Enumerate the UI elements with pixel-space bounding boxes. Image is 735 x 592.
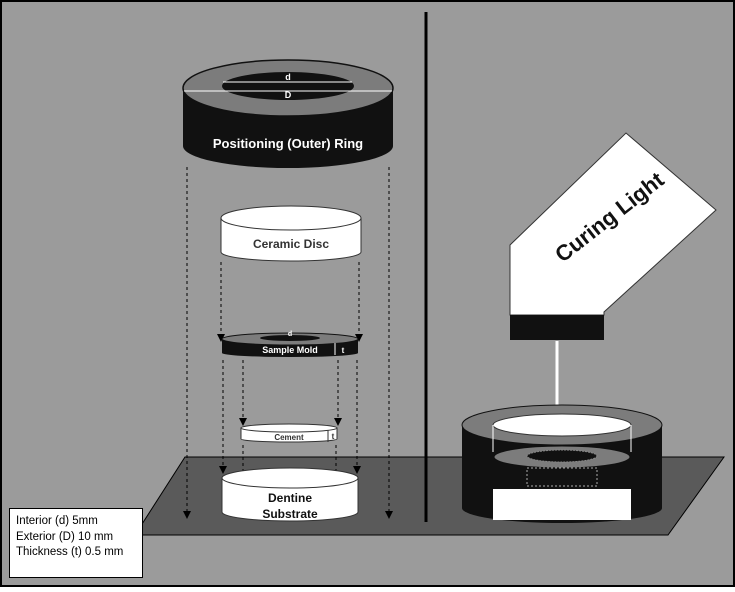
outer-ring-label: Positioning (Outer) Ring — [213, 136, 363, 151]
cement-thickness-label: t — [332, 432, 335, 441]
outer-ring-inner-dim-label: d — [285, 72, 291, 82]
assembled-setup — [461, 404, 663, 523]
dentine-substrate: Dentine Substrate — [221, 467, 359, 522]
assembled-cement-well — [526, 449, 598, 463]
sample-mold-thickness-label: t — [342, 346, 345, 355]
outer-ring-hole — [222, 72, 354, 100]
cement-label: Cement — [274, 433, 304, 442]
cement: Cement t — [240, 423, 338, 443]
ceramic-disc-label: Ceramic Disc — [253, 237, 329, 251]
sample-mold-label: Sample Mold — [262, 345, 318, 355]
sample-mold-inner-dim-label: d — [288, 331, 292, 338]
legend-interior: Interior (d) 5mm — [16, 515, 98, 527]
dentine-label-line1: Dentine — [268, 491, 312, 505]
positioning-outer-ring: d D Positioning (Outer) Ring — [182, 59, 394, 168]
curing-light: Curing Light — [509, 132, 717, 340]
dentine-label-line2: Substrate — [262, 507, 318, 521]
sample-mold: d Sample Mold t — [221, 331, 359, 357]
legend-thickness: Thickness (t) 0.5 mm — [16, 546, 124, 558]
curing-light-tip — [510, 315, 604, 340]
outer-ring-outer-dim-label: D — [285, 90, 292, 100]
assembled-ceramic-disc-top — [492, 413, 632, 437]
dimensions-legend: Interior (d) 5mm Exterior (D) 10 mm Thic… — [9, 508, 143, 578]
assembled-dentine — [493, 489, 631, 520]
legend-exterior: Exterior (D) 10 mm — [16, 530, 114, 543]
ceramic-disc: Ceramic Disc — [220, 205, 362, 262]
